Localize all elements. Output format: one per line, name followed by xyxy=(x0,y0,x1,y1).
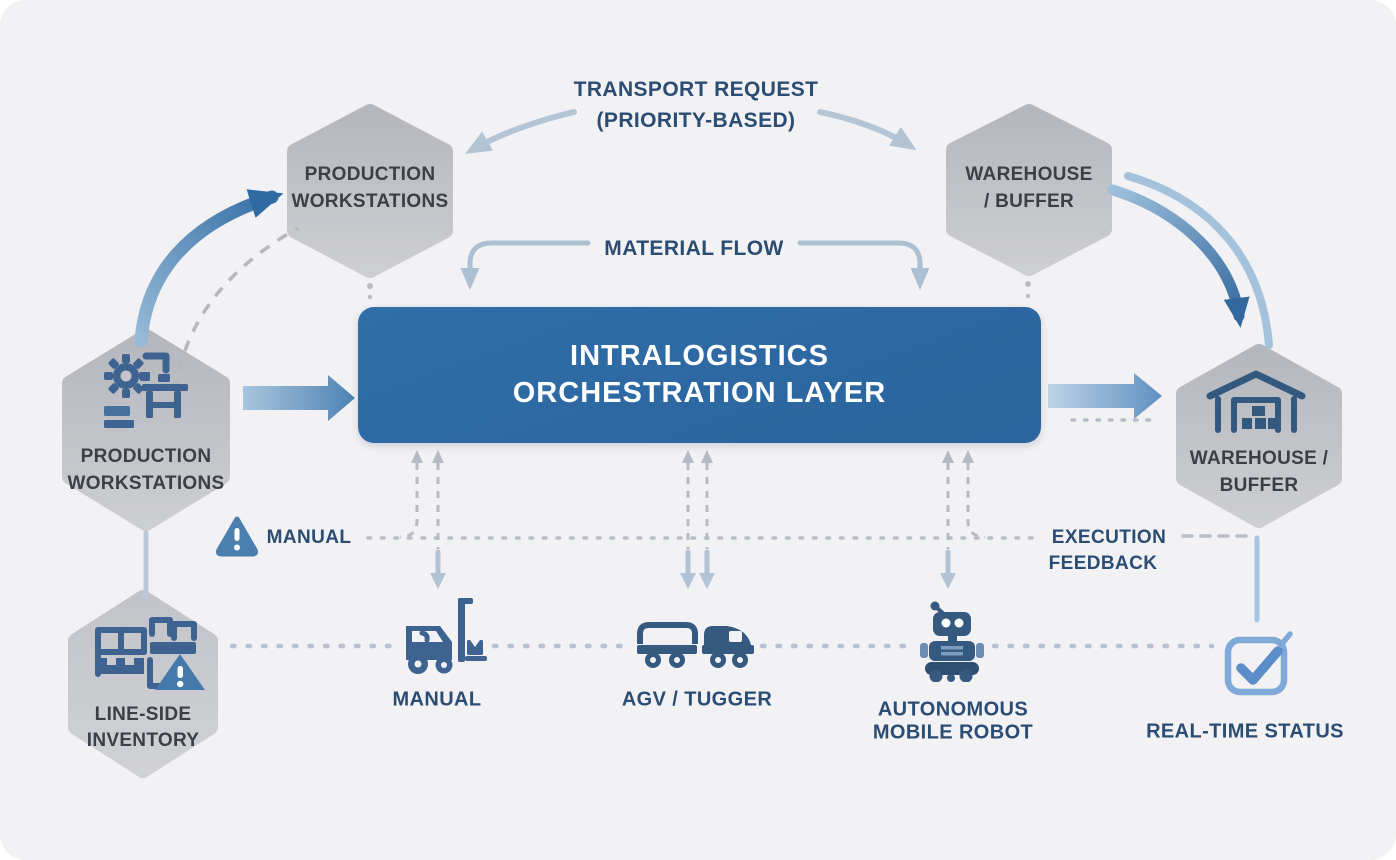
hexagon-warehouse-buffer-top xyxy=(946,104,1112,276)
production-left-label-line1: PRODUCTION xyxy=(80,446,212,467)
hexagon-production-workstations-left xyxy=(62,329,230,531)
curve-topright-to-right-arrow xyxy=(1107,184,1250,328)
inventory-shelf-alert-icon xyxy=(95,617,205,690)
gears-workbench-icon xyxy=(104,352,188,428)
warehouse-top-label-line2: / BUFFER xyxy=(983,191,1075,212)
dispatch-down-arrows xyxy=(435,549,951,576)
production-left-label-line2: WORKSTATIONS xyxy=(67,473,225,494)
dashed-curve-return-left xyxy=(174,226,299,393)
warehouse-right-label-line2: BUFFER xyxy=(1219,475,1299,496)
arrow-box-to-right-hex xyxy=(1048,373,1162,419)
lineside-label-line2: INVENTORY xyxy=(86,730,200,751)
execution-feedback-label-line1: EXECUTION xyxy=(1051,527,1167,548)
dashed-up-arrowheads xyxy=(411,450,974,463)
transport-request-label-line1: TRANSPORT REQUEST xyxy=(573,78,819,101)
lineside-label-line1: LINE-SIDE xyxy=(94,704,192,725)
warehouse-top-label-line1: WAREHOUSE xyxy=(965,164,1093,185)
dashed-dispatch-lines xyxy=(399,463,986,549)
arrow-left-hex-to-top-hex xyxy=(134,189,284,348)
production-top-label-line2: WORKSTATIONS xyxy=(291,191,449,212)
warehouse-icon xyxy=(1206,370,1306,433)
material-flow-bracket-left xyxy=(460,240,591,290)
warning-triangle-icon xyxy=(215,516,259,557)
execution-feedback-label-line2: FEEDBACK xyxy=(1048,553,1158,574)
transport-request-label-line2: (PRIORITY-BASED) xyxy=(596,109,796,132)
dots-under-top-hexagons xyxy=(367,281,1031,300)
transport-request-arrow-left xyxy=(465,109,577,154)
orchestrator-title-line1: INTRALOGISTICS xyxy=(570,339,829,372)
hexagon-production-workstations-top xyxy=(287,104,453,278)
agv-tugger-label: AGV / TUGGER xyxy=(621,688,773,711)
transport-request-arrow-right xyxy=(817,109,917,151)
mobile-robot-icon xyxy=(920,601,984,682)
material-flow-label: MATERIAL FLOW xyxy=(604,237,784,260)
material-flow-bracket-right xyxy=(797,240,930,290)
arrow-left-hex-to-box xyxy=(243,375,355,421)
realtime-status-label: REAL-TIME STATUS xyxy=(1146,720,1344,743)
warehouse-right-label-line1: WAREHOUSE / xyxy=(1189,448,1329,469)
curve-topright-to-right-light xyxy=(1124,172,1273,349)
agv-tugger-icon xyxy=(637,622,754,668)
orchestrator-title-line2: ORCHESTRATION LAYER xyxy=(512,377,887,409)
forklift-icon xyxy=(406,598,487,674)
manual-resource-label: MANUAL xyxy=(392,688,482,711)
hexagon-lineside-inventory xyxy=(68,590,218,778)
amr-label-line2: MOBILE ROBOT xyxy=(872,721,1034,744)
production-top-label-line1: PRODUCTION xyxy=(304,164,436,185)
checkbox-check-icon xyxy=(1224,631,1293,696)
amr-label-line1: AUTONOMOUS xyxy=(877,698,1029,721)
orchestration-layer-box: INTRALOGISTICS ORCHESTRATION LAYER xyxy=(358,307,1041,443)
manual-exception-label: MANUAL xyxy=(266,527,352,548)
dispatch-down-arrowheads xyxy=(430,573,956,589)
